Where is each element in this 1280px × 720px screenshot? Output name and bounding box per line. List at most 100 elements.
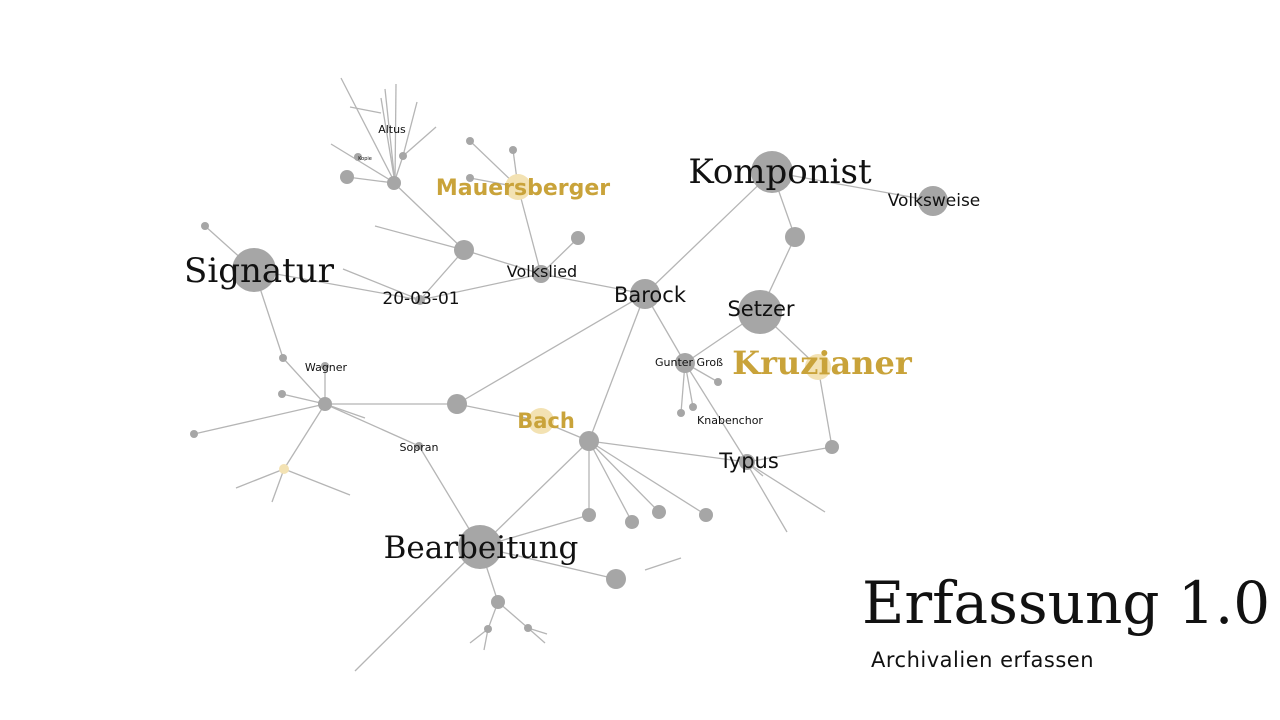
label-volkslied[interactable]: Volkslied bbox=[507, 262, 577, 281]
graph-node[interactable] bbox=[454, 240, 474, 260]
label-wagner[interactable]: Wagner bbox=[305, 361, 348, 374]
graph-node[interactable] bbox=[918, 186, 948, 216]
graph-edge bbox=[346, 176, 395, 184]
graph-node[interactable] bbox=[279, 464, 289, 474]
graph-edge bbox=[324, 403, 420, 447]
graph-edge bbox=[402, 126, 437, 157]
graph-node[interactable] bbox=[279, 354, 287, 362]
graph-node[interactable] bbox=[625, 515, 639, 529]
graph-node[interactable] bbox=[466, 137, 474, 145]
graph-node[interactable] bbox=[825, 440, 839, 454]
graph-node[interactable] bbox=[458, 525, 502, 569]
label-bach[interactable]: Bach bbox=[517, 409, 575, 433]
label-barock[interactable]: Barock bbox=[614, 283, 687, 307]
graph-edge bbox=[394, 83, 397, 184]
page-title: Erfassung 1.0 bbox=[862, 569, 1271, 637]
graph-node[interactable] bbox=[606, 569, 626, 589]
label-mauersberger[interactable]: Mauersberger bbox=[436, 176, 610, 201]
graph-node[interactable] bbox=[491, 595, 505, 609]
graph-edge bbox=[479, 440, 590, 548]
graph-node[interactable] bbox=[699, 508, 713, 522]
label-komponist[interactable]: Komponist bbox=[688, 152, 872, 192]
graph-edge bbox=[588, 440, 707, 516]
graph-node[interactable] bbox=[340, 170, 354, 184]
graph-node[interactable] bbox=[751, 151, 793, 193]
graph-node[interactable] bbox=[399, 152, 407, 160]
graph-edge bbox=[253, 269, 421, 301]
graph-node[interactable] bbox=[387, 176, 401, 190]
graph-node[interactable] bbox=[738, 290, 782, 334]
label-signatur[interactable]: Signatur bbox=[184, 251, 335, 291]
label-volksweise[interactable]: Volksweise bbox=[888, 191, 981, 211]
graph-edge bbox=[517, 186, 542, 275]
graph-node[interactable] bbox=[652, 505, 666, 519]
graph-node[interactable] bbox=[415, 442, 423, 450]
graph-edge bbox=[281, 393, 326, 405]
graph-node[interactable] bbox=[466, 174, 474, 182]
graph-edge bbox=[588, 440, 748, 463]
label-sopran[interactable]: Sopran bbox=[400, 441, 439, 454]
label-datum[interactable]: 20-03-01 bbox=[382, 289, 459, 309]
graph-edge bbox=[271, 468, 285, 503]
graph-node[interactable] bbox=[484, 625, 492, 633]
graph-edge bbox=[456, 403, 542, 422]
graph-node[interactable] bbox=[630, 279, 660, 309]
graph-edge bbox=[817, 366, 833, 448]
graph-node[interactable] bbox=[689, 403, 697, 411]
graph-node[interactable] bbox=[278, 390, 286, 398]
graph-node[interactable] bbox=[714, 378, 722, 386]
graph-edge bbox=[644, 557, 682, 571]
label-typus[interactable]: Typus bbox=[718, 449, 779, 473]
graph-edge bbox=[342, 268, 421, 301]
graph-edge bbox=[354, 546, 481, 672]
graph-edge bbox=[193, 403, 326, 435]
graph-edge bbox=[644, 171, 773, 295]
label-kopie[interactable]: Kopie bbox=[358, 156, 372, 162]
graph-edge bbox=[419, 273, 542, 301]
graph-edge bbox=[235, 468, 285, 489]
graph-node[interactable] bbox=[677, 409, 685, 417]
graph-edge bbox=[402, 101, 418, 157]
graph-node[interactable] bbox=[190, 430, 198, 438]
graph-node[interactable] bbox=[582, 508, 596, 522]
graph-edge bbox=[745, 461, 788, 533]
graph-node[interactable] bbox=[505, 174, 531, 200]
graph-edge bbox=[588, 440, 633, 523]
label-bearbeitung[interactable]: Bearbeitung bbox=[384, 530, 579, 566]
graph-node[interactable] bbox=[532, 265, 550, 283]
graph-edge bbox=[419, 249, 465, 301]
graph-node[interactable] bbox=[509, 146, 517, 154]
label-altus[interactable]: Altus bbox=[378, 123, 406, 136]
graph-node[interactable] bbox=[415, 295, 425, 305]
graph-node[interactable] bbox=[232, 248, 276, 292]
label-kruzianer[interactable]: Kruzianer bbox=[732, 344, 913, 382]
graph-edge bbox=[746, 446, 833, 463]
graph-edge bbox=[384, 88, 396, 184]
graph-edge bbox=[282, 357, 326, 405]
graph-node[interactable] bbox=[201, 222, 209, 230]
graph-node[interactable] bbox=[805, 354, 831, 380]
graph-node[interactable] bbox=[675, 353, 695, 373]
graph-node[interactable] bbox=[321, 362, 329, 370]
graph-labels: Komponist Volksweise Signatur Mauersberg… bbox=[184, 123, 980, 566]
label-setzer[interactable]: Setzer bbox=[727, 297, 794, 321]
label-knabenchor[interactable]: Knabenchor bbox=[697, 414, 763, 427]
graph-nodes bbox=[190, 137, 948, 633]
graph-edge bbox=[479, 546, 617, 580]
graph-node[interactable] bbox=[447, 394, 467, 414]
graph-node[interactable] bbox=[318, 397, 332, 411]
label-gunter[interactable]: Gunter Groß bbox=[655, 356, 723, 369]
graph-edge bbox=[349, 106, 382, 114]
graph-node[interactable] bbox=[571, 231, 585, 245]
graph-node[interactable] bbox=[524, 624, 532, 632]
graph-edge bbox=[283, 403, 326, 470]
graph-edge bbox=[393, 182, 465, 251]
graph-node[interactable] bbox=[528, 408, 554, 434]
graph-edge bbox=[588, 293, 646, 442]
graph-node[interactable] bbox=[785, 227, 805, 247]
graph-node[interactable] bbox=[354, 153, 362, 161]
graph-node[interactable] bbox=[739, 454, 755, 470]
graph-edge bbox=[374, 225, 465, 251]
graph-edge bbox=[340, 77, 396, 184]
graph-node[interactable] bbox=[579, 431, 599, 451]
